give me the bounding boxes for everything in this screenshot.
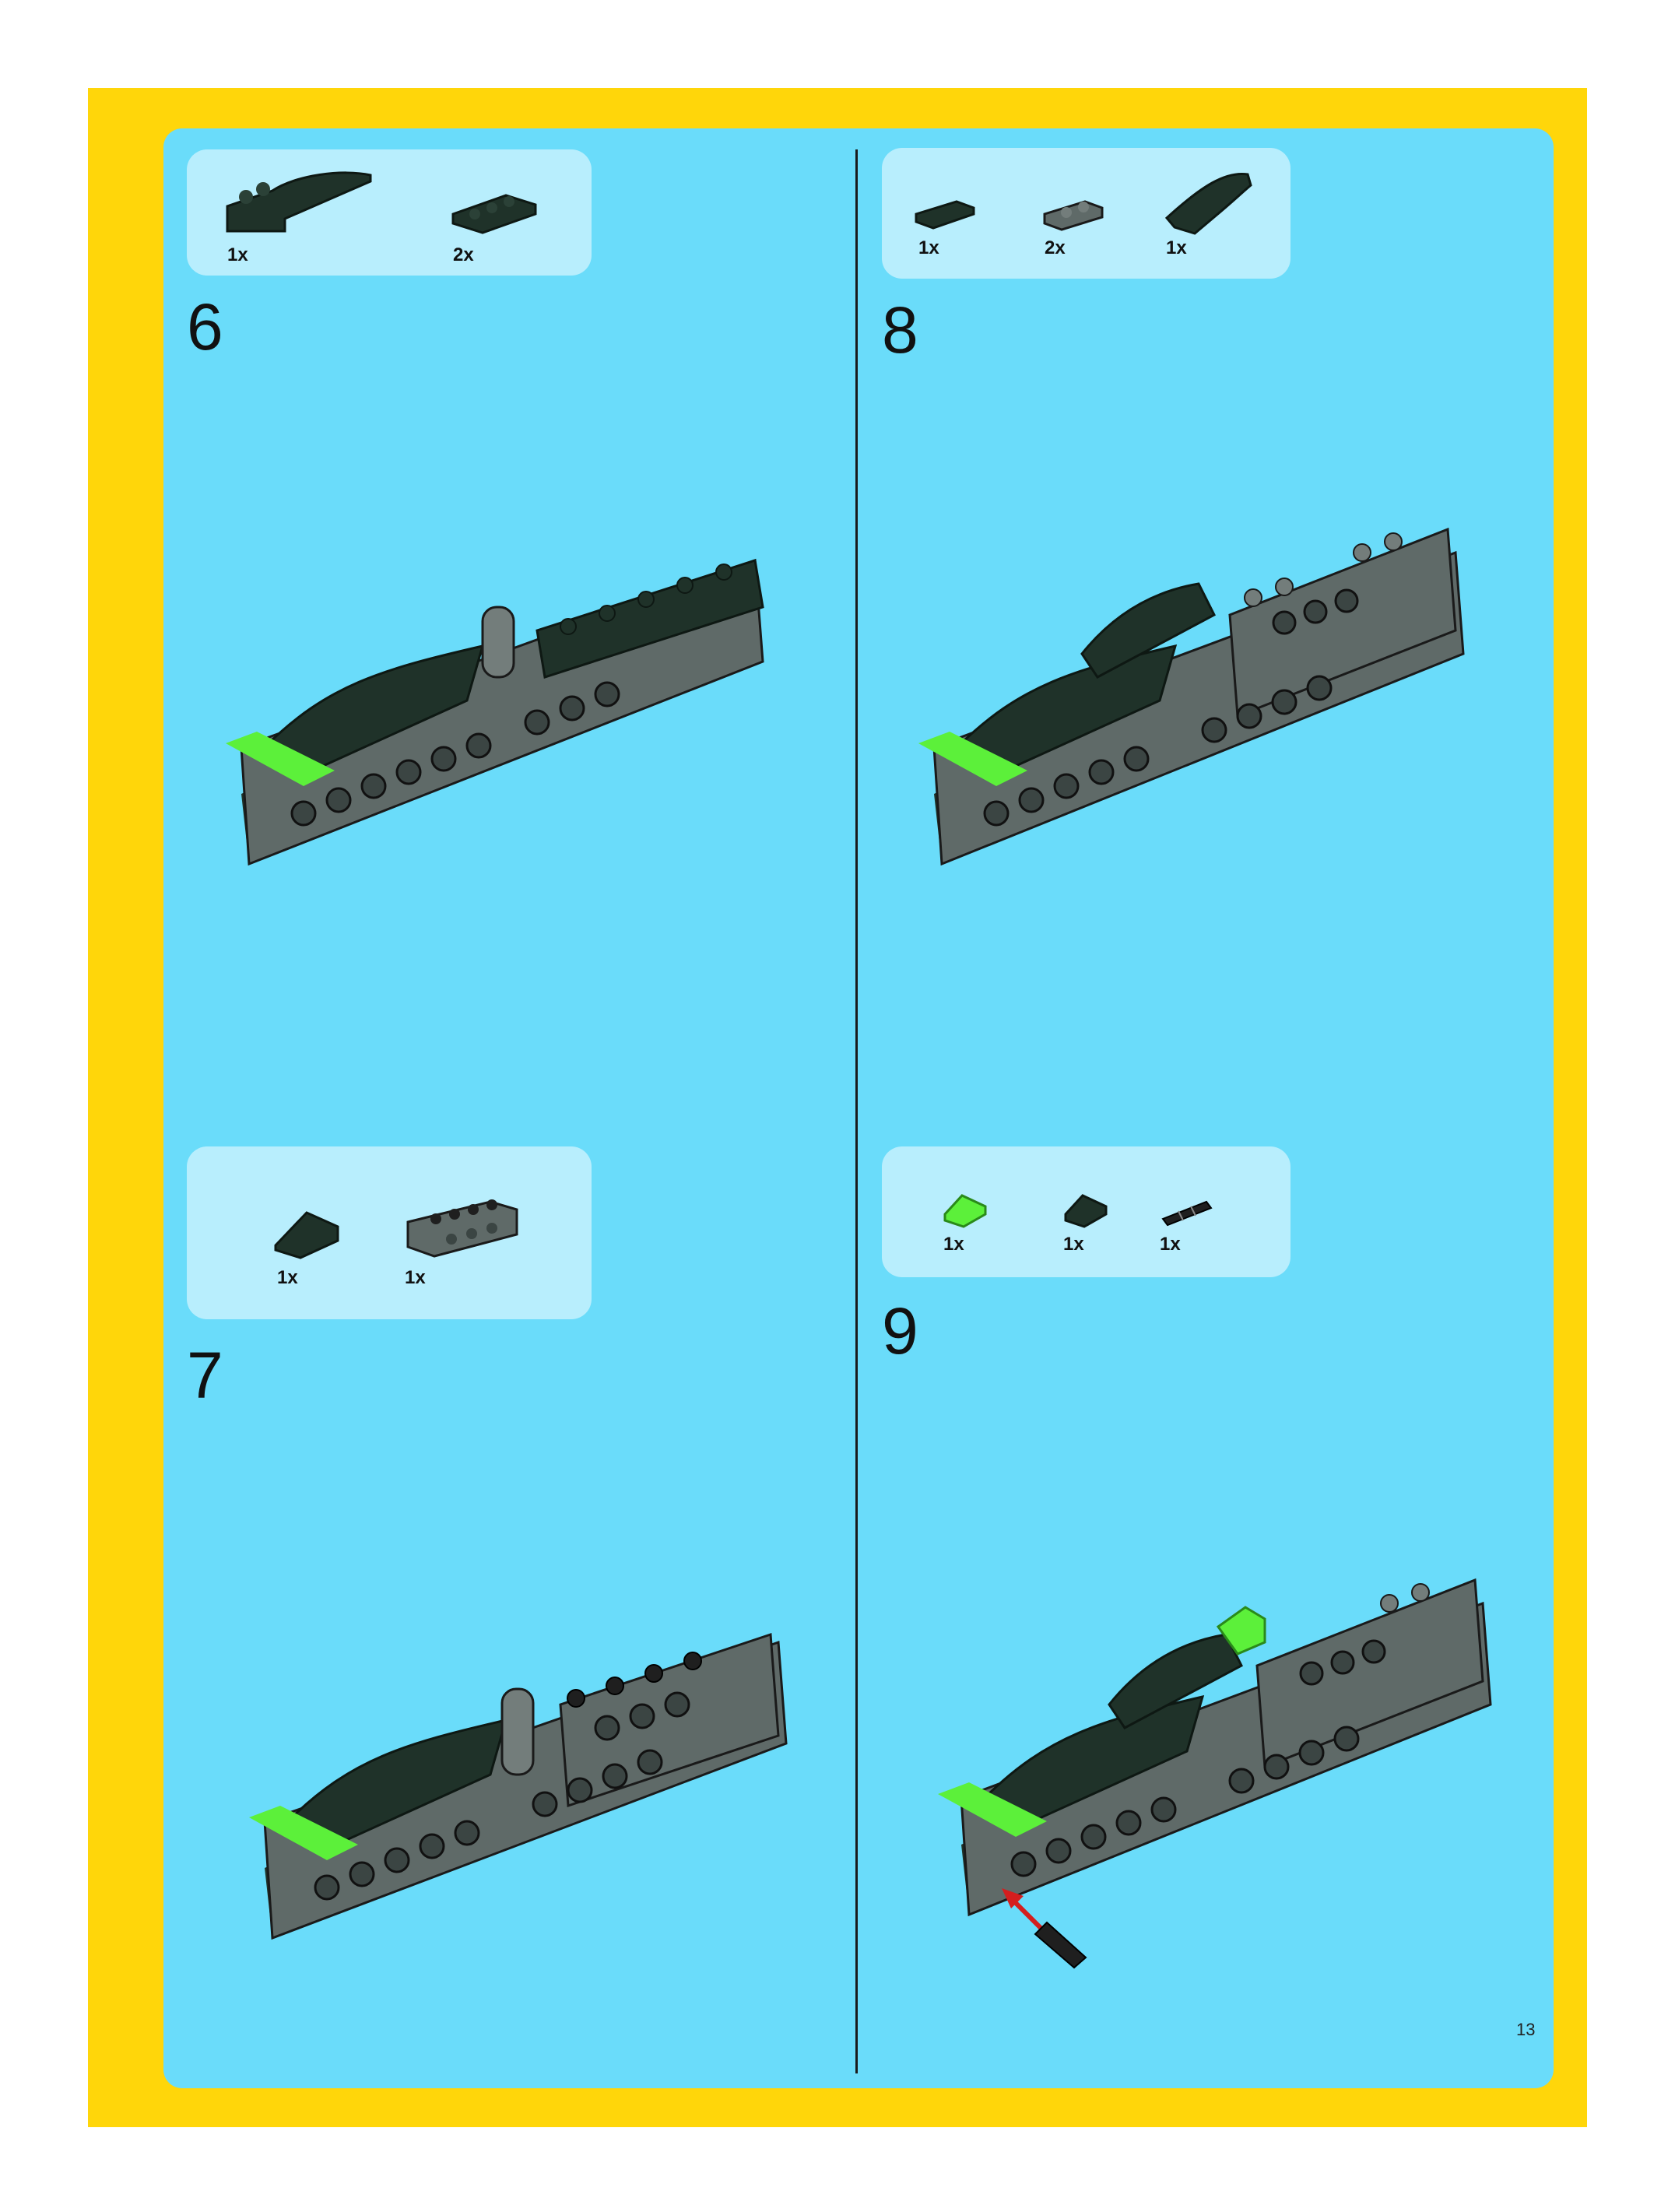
technic-brick-icon bbox=[406, 1199, 518, 1258]
technic-pin-icon bbox=[1161, 1200, 1213, 1227]
part-qty: 1x bbox=[277, 1267, 298, 1288]
part-qty: 1x bbox=[1166, 237, 1187, 258]
step-number-7: 7 bbox=[187, 1339, 223, 1412]
parts-callout-step-7 bbox=[187, 1146, 592, 1319]
plate-icon bbox=[451, 194, 537, 234]
tile-icon bbox=[915, 200, 975, 230]
part-qty: 1x bbox=[943, 1234, 964, 1255]
part-qty: 2x bbox=[453, 244, 474, 265]
step-number-8: 8 bbox=[882, 293, 918, 367]
part-qty: 1x bbox=[227, 244, 248, 265]
dark-slope-icon bbox=[1064, 1194, 1108, 1228]
curved-slope-brick-icon bbox=[226, 171, 372, 233]
assembly-model-step-9 bbox=[938, 1578, 1492, 1969]
curved-slope-icon bbox=[1164, 172, 1252, 235]
part-qty: 1x bbox=[405, 1267, 426, 1288]
part-qty: 1x bbox=[1160, 1234, 1181, 1255]
step-number-6: 6 bbox=[187, 290, 223, 363]
assembly-model-step-8 bbox=[918, 527, 1465, 866]
assembly-model-step-7 bbox=[249, 1632, 788, 1940]
lime-slope-icon bbox=[943, 1194, 987, 1228]
part-qty: 2x bbox=[1045, 237, 1066, 258]
part-qty: 1x bbox=[918, 237, 939, 258]
part-qty: 1x bbox=[1063, 1234, 1084, 1255]
page-number: 13 bbox=[1516, 2020, 1536, 2039]
plate-icon bbox=[1043, 200, 1104, 231]
slope-brick-icon bbox=[274, 1211, 339, 1259]
column-divider bbox=[855, 149, 858, 2073]
step-number-9: 9 bbox=[882, 1294, 918, 1368]
assembly-model-step-6 bbox=[226, 558, 764, 866]
